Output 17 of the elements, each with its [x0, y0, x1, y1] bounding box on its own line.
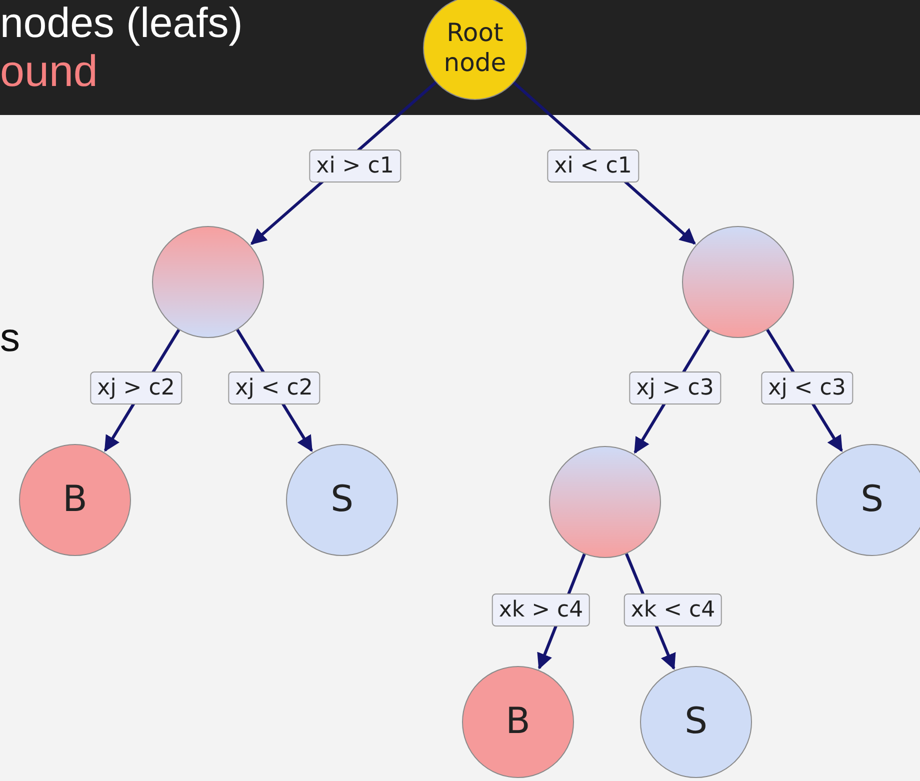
node-label: Root node [442, 18, 508, 78]
edge-label: xi > c1 [309, 150, 401, 182]
edge-label: xj > c3 [629, 372, 721, 404]
heading-text: ound [0, 50, 98, 94]
heading-text: nodes (leafs) [0, 2, 243, 44]
edge-label: xj > c2 [90, 372, 182, 404]
node-label: S [684, 704, 708, 740]
body-text: s [0, 318, 20, 358]
node-label: B [62, 482, 88, 518]
node-label: S [330, 482, 354, 518]
edge-label: xj < c3 [761, 372, 853, 404]
node-label: B [506, 704, 530, 740]
edge-label: xk > c4 [492, 594, 590, 626]
edge-label: xi < c1 [547, 150, 639, 182]
edge-label: xk < c4 [624, 594, 722, 626]
node-label: S [860, 482, 884, 518]
edge-label: xj < c2 [228, 372, 320, 404]
